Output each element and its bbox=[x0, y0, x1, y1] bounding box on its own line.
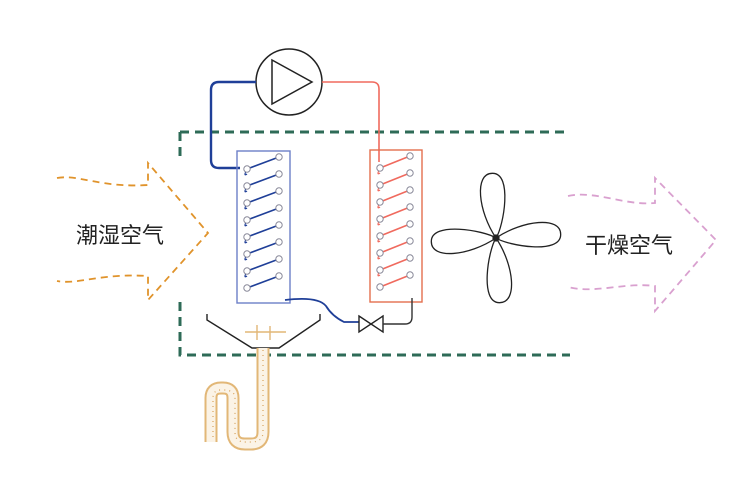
inlet-label: 潮湿空气 bbox=[76, 224, 165, 249]
outlet-arrow bbox=[567, 175, 718, 314]
duct-bottom-wall bbox=[178, 302, 570, 357]
evaporator-tube-link bbox=[246, 224, 280, 238]
liquid-line-left bbox=[284, 297, 359, 323]
evaporator-tube-link bbox=[246, 156, 280, 170]
drip-tray bbox=[206, 314, 321, 349]
condenser-tube-link bbox=[379, 172, 411, 186]
condenser-tube-end bbox=[406, 186, 414, 194]
evaporator-tube-link bbox=[246, 173, 280, 187]
condenser-tube-end bbox=[406, 220, 414, 228]
evaporator-tube-link bbox=[246, 258, 280, 272]
condenser-tube-link bbox=[379, 189, 411, 203]
evaporator-coil bbox=[236, 150, 291, 304]
duct-top-wall bbox=[178, 130, 570, 162]
condenser-tubes bbox=[376, 152, 414, 291]
evaporator-tube-end bbox=[275, 170, 283, 178]
outlet-label: 干燥空气 bbox=[585, 234, 674, 259]
fan-blade bbox=[430, 228, 498, 255]
evaporator-tube-end bbox=[243, 199, 251, 207]
evaporator-tube-end bbox=[243, 267, 251, 275]
condenser-tube-link bbox=[379, 257, 411, 271]
condenser-tube-end bbox=[376, 181, 384, 189]
evaporator-tube-link bbox=[246, 190, 280, 204]
evaporator-tube-end bbox=[275, 238, 283, 246]
condenser-tube-end bbox=[376, 249, 384, 257]
fan-blade bbox=[494, 221, 562, 248]
drain-pipe bbox=[204, 348, 270, 451]
water-level bbox=[245, 325, 286, 340]
expansion-valve-icon bbox=[358, 314, 384, 334]
drain-tube-inner bbox=[206, 348, 268, 449]
condenser-tube-end bbox=[376, 215, 384, 223]
compressor bbox=[255, 48, 323, 116]
air-duct bbox=[178, 130, 570, 357]
condenser-tube-end bbox=[376, 232, 384, 240]
evaporator-tube-end bbox=[275, 187, 283, 195]
suction-pipe bbox=[209, 80, 256, 170]
evaporator-tube-link bbox=[246, 241, 280, 255]
compressor-triangle-icon bbox=[271, 58, 314, 106]
condenser-tube-end bbox=[406, 271, 414, 279]
evaporator-frame bbox=[236, 150, 291, 304]
evaporator-tube-end bbox=[275, 255, 283, 263]
evaporator-tube-end bbox=[243, 250, 251, 258]
fan-hub bbox=[492, 234, 500, 242]
evaporator-tube-link bbox=[246, 207, 280, 221]
expansion-valve bbox=[358, 314, 384, 334]
evaporator-tube-end bbox=[243, 233, 251, 241]
fan-blade bbox=[479, 172, 506, 240]
condenser-tube-link bbox=[379, 274, 411, 288]
condenser-tube-end bbox=[376, 283, 384, 291]
condenser-tube-link bbox=[379, 240, 411, 254]
condenser-tube-link bbox=[379, 206, 411, 220]
condenser-coil bbox=[369, 149, 423, 303]
evaporator-tubes bbox=[243, 153, 283, 292]
evaporator-tube-end bbox=[243, 216, 251, 224]
condenser-tube-end bbox=[406, 152, 414, 160]
evaporator-tube-link bbox=[246, 275, 280, 289]
condenser-tube-link bbox=[379, 155, 411, 169]
condenser-tube-end bbox=[406, 254, 414, 262]
evaporator-tube-end bbox=[275, 204, 283, 212]
evaporator-tube-end bbox=[243, 165, 251, 173]
evaporator-tube-end bbox=[243, 182, 251, 190]
condenser-tube-end bbox=[376, 164, 384, 172]
fan-blade bbox=[486, 236, 513, 304]
evaporator-tube-end bbox=[243, 284, 251, 292]
condenser-tube-link bbox=[379, 223, 411, 237]
condenser-frame bbox=[369, 149, 423, 303]
fan bbox=[430, 172, 562, 304]
condenser-tube-end bbox=[406, 203, 414, 211]
condenser-tube-end bbox=[376, 266, 384, 274]
condenser-tube-end bbox=[376, 198, 384, 206]
evaporator-tube-end bbox=[275, 221, 283, 229]
liquid-line-right bbox=[383, 298, 413, 325]
condenser-tube-end bbox=[406, 169, 414, 177]
condenser-tube-end bbox=[406, 237, 414, 245]
evaporator-tube-end bbox=[275, 272, 283, 280]
evaporator-tube-end bbox=[275, 153, 283, 161]
discharge-pipe bbox=[322, 81, 380, 162]
inlet-arrow bbox=[56, 160, 210, 303]
